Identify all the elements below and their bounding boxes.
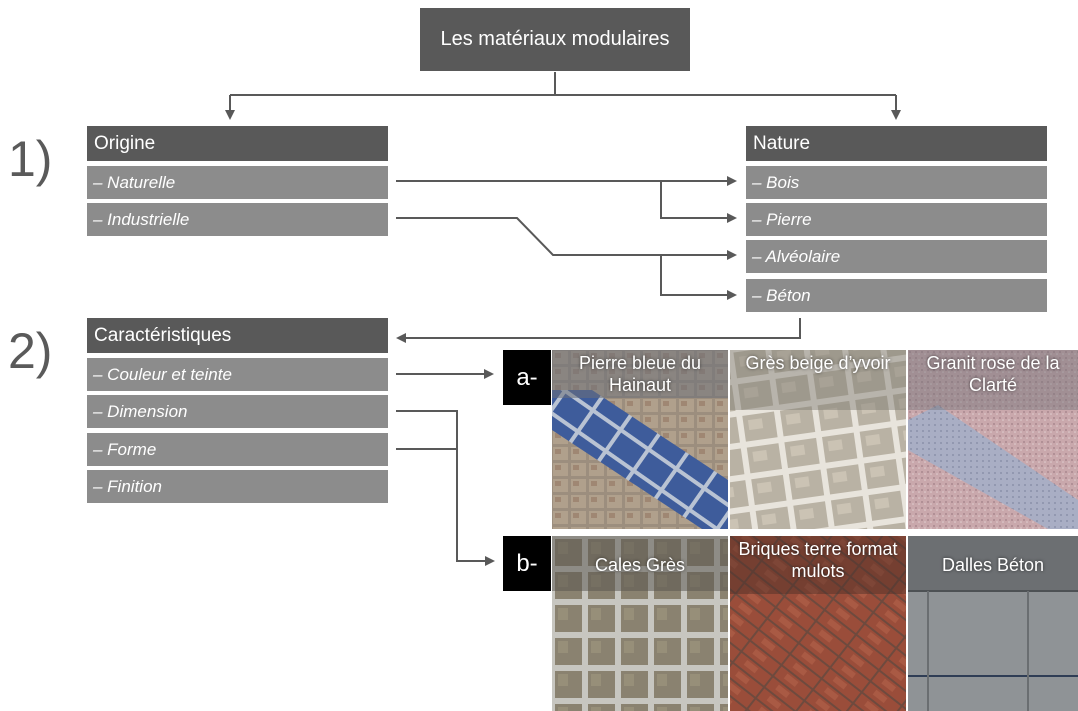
photo-label-briques-terre: Briques terre format mulots bbox=[738, 539, 898, 581]
photo-cales-gres: Cales Grès bbox=[552, 536, 728, 711]
pierre-bleue-texture bbox=[552, 350, 728, 529]
photo-label-cales-gres: Cales Grès bbox=[594, 555, 686, 575]
nature-item-beton: – Béton bbox=[746, 279, 1047, 312]
briques-terre-texture bbox=[730, 536, 906, 711]
caracteristiques-item-couleur: – Couleur et teinte bbox=[87, 358, 388, 391]
group-b-tag: b- bbox=[503, 536, 551, 591]
nature-header: Nature bbox=[746, 126, 1047, 161]
photo-label-dalles-beton: Dalles Béton bbox=[941, 555, 1045, 575]
arrow-industrielle-alveolaire bbox=[396, 217, 737, 260]
caracteristiques-item-finition: – Finition bbox=[87, 470, 388, 503]
caracteristiques-header: Caractéristiques bbox=[87, 318, 388, 353]
photo-pierre-bleue: Pierre bleue du Hainaut bbox=[552, 350, 728, 529]
photo-label-pierre-bleue: Pierre bleue du Hainaut bbox=[578, 353, 702, 395]
photo-gres-beige: Grès beige d’yvoir bbox=[730, 350, 906, 529]
cales-gres-texture bbox=[552, 536, 728, 711]
arrow-title-split bbox=[230, 72, 896, 96]
arrow-naturelle-pierre bbox=[660, 181, 737, 223]
nature-item-pierre: – Pierre bbox=[746, 203, 1047, 236]
nature-item-bois: – Bois bbox=[746, 166, 1047, 199]
photo-label-gres-beige: Grès beige d’yvoir bbox=[745, 353, 891, 373]
group-a-tag: a- bbox=[503, 350, 551, 405]
photo-label-granit-rose: Granit rose de la Clarté bbox=[926, 353, 1060, 395]
dalles-beton-texture bbox=[908, 536, 1078, 711]
section-number-1: 1) bbox=[8, 131, 53, 187]
caracteristiques-item-dimension: – Dimension bbox=[87, 395, 388, 428]
arrow-nature-caracteristiques bbox=[396, 318, 801, 343]
gres-beige-texture bbox=[730, 350, 906, 529]
caracteristiques-item-forme: – Forme bbox=[87, 433, 388, 466]
nature-item-alveolaire: – Alvéolaire bbox=[746, 240, 1047, 273]
photo-briques-terre: Briques terre format mulots bbox=[730, 536, 906, 711]
section-number-2: 2) bbox=[8, 323, 53, 379]
diagram-title: Les matériaux modulaires bbox=[420, 8, 690, 71]
arrow-dimension-b bbox=[396, 410, 495, 566]
granit-rose-texture bbox=[908, 350, 1078, 529]
arrow-industrielle-beton bbox=[660, 255, 737, 300]
origine-item-naturelle: – Naturelle bbox=[87, 166, 388, 199]
origine-item-industrielle: – Industrielle bbox=[87, 203, 388, 236]
photo-dalles-beton: Dalles Béton bbox=[908, 536, 1078, 711]
photo-granit-rose: Granit rose de la Clarté bbox=[908, 350, 1078, 529]
origine-header: Origine bbox=[87, 126, 388, 161]
